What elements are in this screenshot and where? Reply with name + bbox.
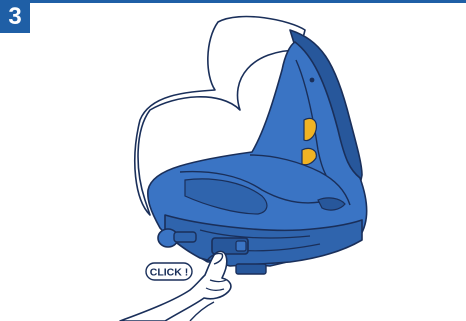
shell-vent [310, 78, 315, 83]
isofix-rear-arm [174, 232, 196, 242]
isofix-lower-connector [236, 264, 266, 274]
isofix-release-button [236, 241, 246, 251]
click-callout-text: CLICK ! [150, 267, 189, 279]
hand-pressing-release-icon [120, 251, 231, 321]
